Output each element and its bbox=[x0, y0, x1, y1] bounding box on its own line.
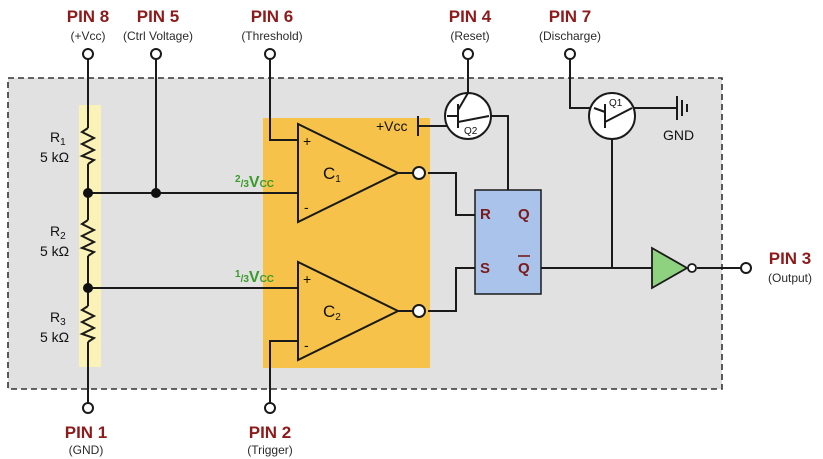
pin2-terminal bbox=[264, 402, 276, 414]
resistor-r3-symbol bbox=[79, 305, 97, 343]
pin6-sub: (Threshold) bbox=[241, 29, 302, 43]
pin7-sub: (Discharge) bbox=[539, 29, 601, 43]
comparator-c2-symbol bbox=[297, 260, 401, 362]
flipflop-s-input: S bbox=[480, 260, 490, 277]
r3-value: 5 kΩ bbox=[40, 329, 69, 345]
flipflop-qbar-output: Q bbox=[518, 260, 530, 277]
pin8-sub: (+Vcc) bbox=[70, 29, 105, 43]
resistor-strip bbox=[79, 105, 101, 367]
output-buffer-bubble bbox=[687, 263, 697, 273]
pin4-sub: (Reset) bbox=[450, 29, 489, 43]
resistor-r2-symbol bbox=[79, 219, 97, 257]
r3-label: R3 bbox=[50, 309, 66, 328]
r2-label: R2 bbox=[50, 223, 66, 242]
c2-label: C2 bbox=[323, 302, 341, 323]
lower-threshold-label: 1/3VCC bbox=[235, 269, 274, 286]
pin-terminals bbox=[82, 48, 752, 414]
pin5-terminal bbox=[150, 48, 162, 60]
comparator-c1-output-bubble bbox=[412, 166, 426, 180]
pin5-title: PIN 5 bbox=[137, 7, 180, 26]
flipflop-r-input: R bbox=[480, 206, 491, 223]
node-dot-ctrl bbox=[151, 188, 161, 198]
flipflop-q-output: Q bbox=[518, 206, 530, 223]
pin3-title: PIN 3 bbox=[769, 249, 812, 268]
pin3-terminal bbox=[740, 262, 752, 274]
wires bbox=[87, 58, 742, 404]
gnd-label: GND bbox=[663, 127, 694, 143]
pin7-terminal bbox=[564, 48, 576, 60]
pin4-terminal bbox=[462, 48, 474, 60]
pin7-title: PIN 7 bbox=[549, 7, 592, 26]
c1-plus-sign: + bbox=[303, 133, 311, 149]
c1-label: C1 bbox=[323, 164, 341, 185]
c2-plus-sign: + bbox=[303, 271, 311, 287]
vcc-label: +Vcc bbox=[376, 118, 408, 134]
comparator-c2-output-bubble bbox=[412, 304, 426, 318]
pin2-title: PIN 2 bbox=[249, 423, 292, 442]
pin1-title: PIN 1 bbox=[65, 423, 108, 442]
c1-minus-sign: - bbox=[304, 199, 309, 215]
c2-minus-sign: - bbox=[304, 337, 309, 353]
q2-label: Q2 bbox=[464, 126, 478, 137]
pin6-title: PIN 6 bbox=[251, 7, 294, 26]
resistor-r1-symbol bbox=[79, 127, 97, 165]
pin8-title: PIN 8 bbox=[67, 7, 110, 26]
pin1-sub: (GND) bbox=[69, 443, 104, 457]
pin3-sub: (Output) bbox=[768, 271, 812, 285]
pin6-terminal bbox=[264, 48, 276, 60]
comparator-c1-symbol bbox=[297, 122, 401, 224]
upper-threshold-label: 2/3VCC bbox=[235, 174, 274, 191]
r2-value: 5 kΩ bbox=[40, 243, 69, 259]
node-dot-upper bbox=[83, 188, 93, 198]
pin2-sub: (Trigger) bbox=[247, 443, 293, 457]
r1-label: R1 bbox=[50, 129, 66, 148]
pin1-terminal bbox=[82, 402, 94, 414]
r1-value: 5 kΩ bbox=[40, 149, 69, 165]
output-buffer-symbol bbox=[651, 246, 689, 290]
pin8-terminal bbox=[82, 48, 94, 60]
q1-label: Q1 bbox=[609, 98, 623, 109]
node-dot-lower bbox=[83, 283, 93, 293]
pin4-title: PIN 4 bbox=[449, 7, 492, 26]
pin5-sub: (Ctrl Voltage) bbox=[123, 29, 193, 43]
flipflop-block bbox=[474, 189, 542, 295]
